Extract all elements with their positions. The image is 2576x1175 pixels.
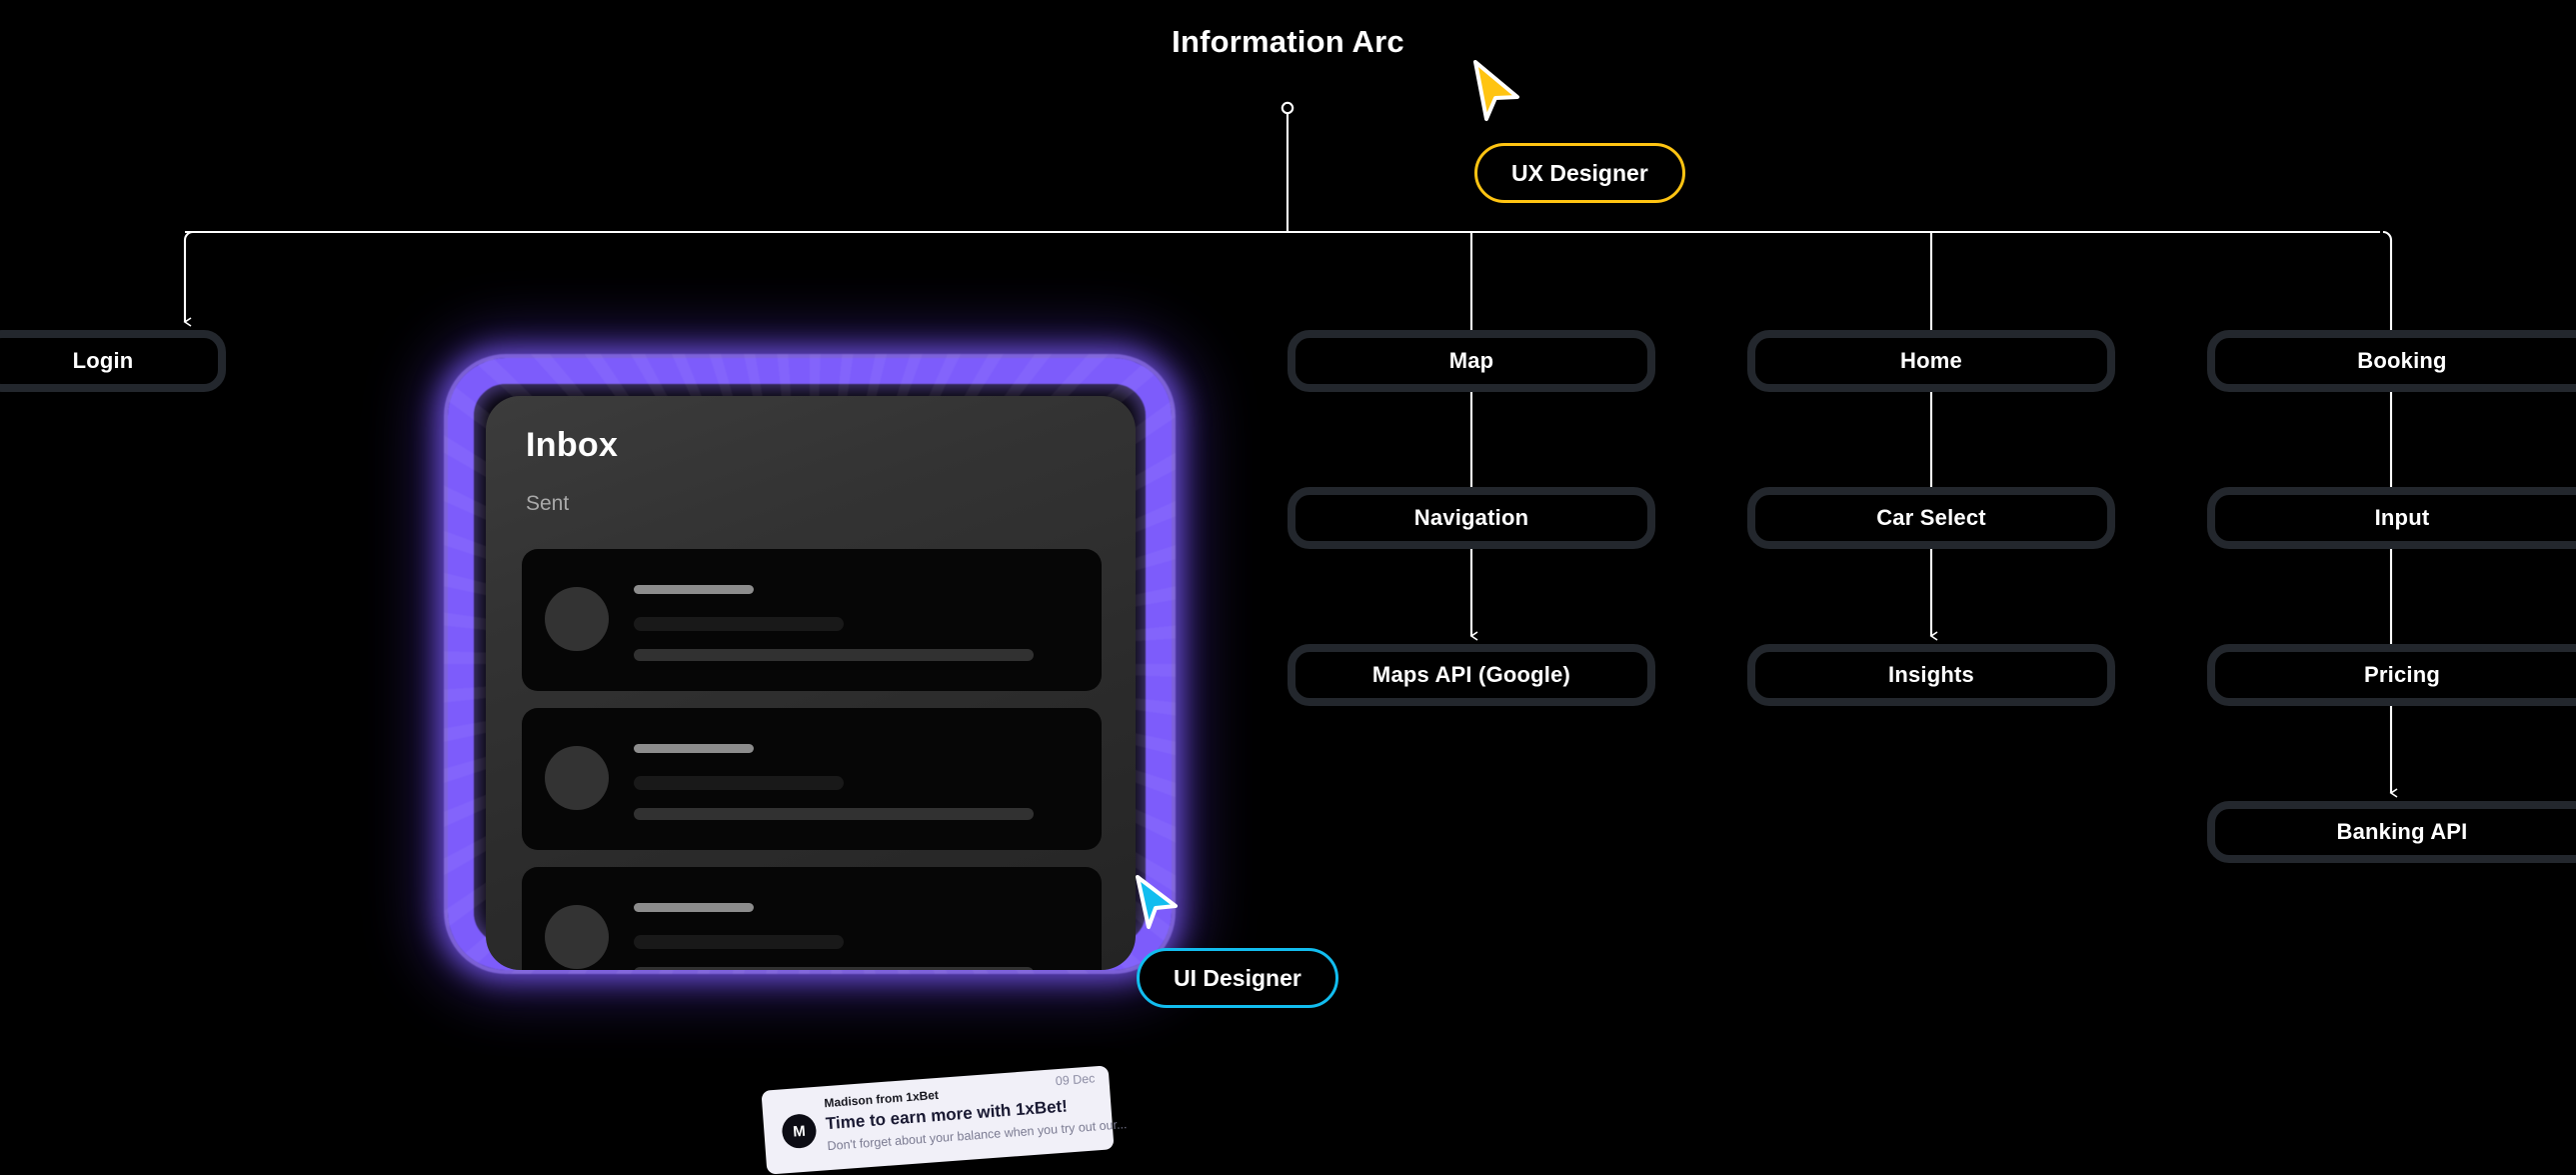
root-dot: [1281, 101, 1294, 115]
collaborator-badge-ux[interactable]: UX Designer: [1474, 143, 1685, 203]
node-navigation[interactable]: Navigation: [1288, 487, 1655, 549]
inbox-title: Inbox: [526, 426, 619, 464]
skeleton-line: [634, 808, 1034, 820]
node-label: Login: [72, 348, 134, 373]
collaborator-label: UI Designer: [1174, 964, 1301, 991]
node-banking-api[interactable]: Banking API: [2207, 801, 2576, 863]
inbox-card: Inbox Sent: [486, 396, 1136, 970]
node-insights[interactable]: Insights: [1747, 644, 2115, 706]
node-label: Navigation: [1413, 505, 1529, 530]
node-label: Maps API (Google): [1371, 662, 1571, 687]
skeleton-line: [634, 649, 1034, 661]
message-skeleton-row[interactable]: [522, 867, 1102, 970]
wire-booking: [2382, 230, 2393, 330]
skeleton-line: [634, 903, 754, 912]
node-label: Car Select: [1876, 505, 1986, 530]
avatar-placeholder: [545, 746, 609, 810]
node-label: Map: [1448, 348, 1494, 373]
node-input[interactable]: Input: [2207, 487, 2576, 549]
node-home[interactable]: Home: [1747, 330, 2115, 392]
node-maps-api[interactable]: Maps API (Google): [1288, 644, 1655, 706]
cursor-pointer-cyan: [1136, 875, 1178, 929]
avatar-placeholder: [545, 905, 609, 969]
collaborator-label: UX Designer: [1511, 159, 1648, 186]
cursor-pointer-yellow: [1473, 60, 1519, 121]
inbox-subtitle: Sent: [526, 492, 570, 515]
node-map[interactable]: Map: [1288, 330, 1655, 392]
page-title: Information Arc: [1172, 24, 1404, 59]
skeleton-line: [634, 967, 1034, 970]
skeleton-line: [634, 617, 844, 631]
node-label: Booking: [2357, 348, 2447, 373]
skeleton-line: [634, 744, 754, 753]
node-login[interactable]: Login: [0, 330, 226, 392]
inbox-mock-frame[interactable]: Inbox Sent M Madison: [440, 350, 1180, 1175]
wire-login: [183, 230, 194, 327]
skeleton-line: [634, 776, 844, 790]
node-label: Home: [1900, 348, 1962, 373]
node-pricing[interactable]: Pricing: [2207, 644, 2576, 706]
skeleton-line: [634, 935, 844, 949]
skeleton-line: [634, 585, 754, 594]
node-label: Input: [2374, 505, 2430, 530]
message-skeleton-row[interactable]: [522, 708, 1102, 850]
node-label: Banking API: [2336, 819, 2468, 844]
node-label: Insights: [1888, 662, 1974, 687]
design-canvas: Information Arc: [0, 24, 2576, 1175]
collaborator-badge-ui[interactable]: UI Designer: [1137, 948, 1338, 1008]
node-booking[interactable]: Booking: [2207, 330, 2576, 392]
toast-timestamp: 09 Dec: [1055, 1071, 1096, 1089]
toast-avatar: M: [781, 1112, 818, 1150]
node-car-select[interactable]: Car Select: [1747, 487, 2115, 549]
message-skeleton-row[interactable]: [522, 549, 1102, 691]
node-label: Pricing: [2364, 662, 2440, 687]
avatar-placeholder: [545, 587, 609, 651]
notification-toast[interactable]: M Madison from 1xBet Time to earn more w…: [761, 1065, 1128, 1175]
